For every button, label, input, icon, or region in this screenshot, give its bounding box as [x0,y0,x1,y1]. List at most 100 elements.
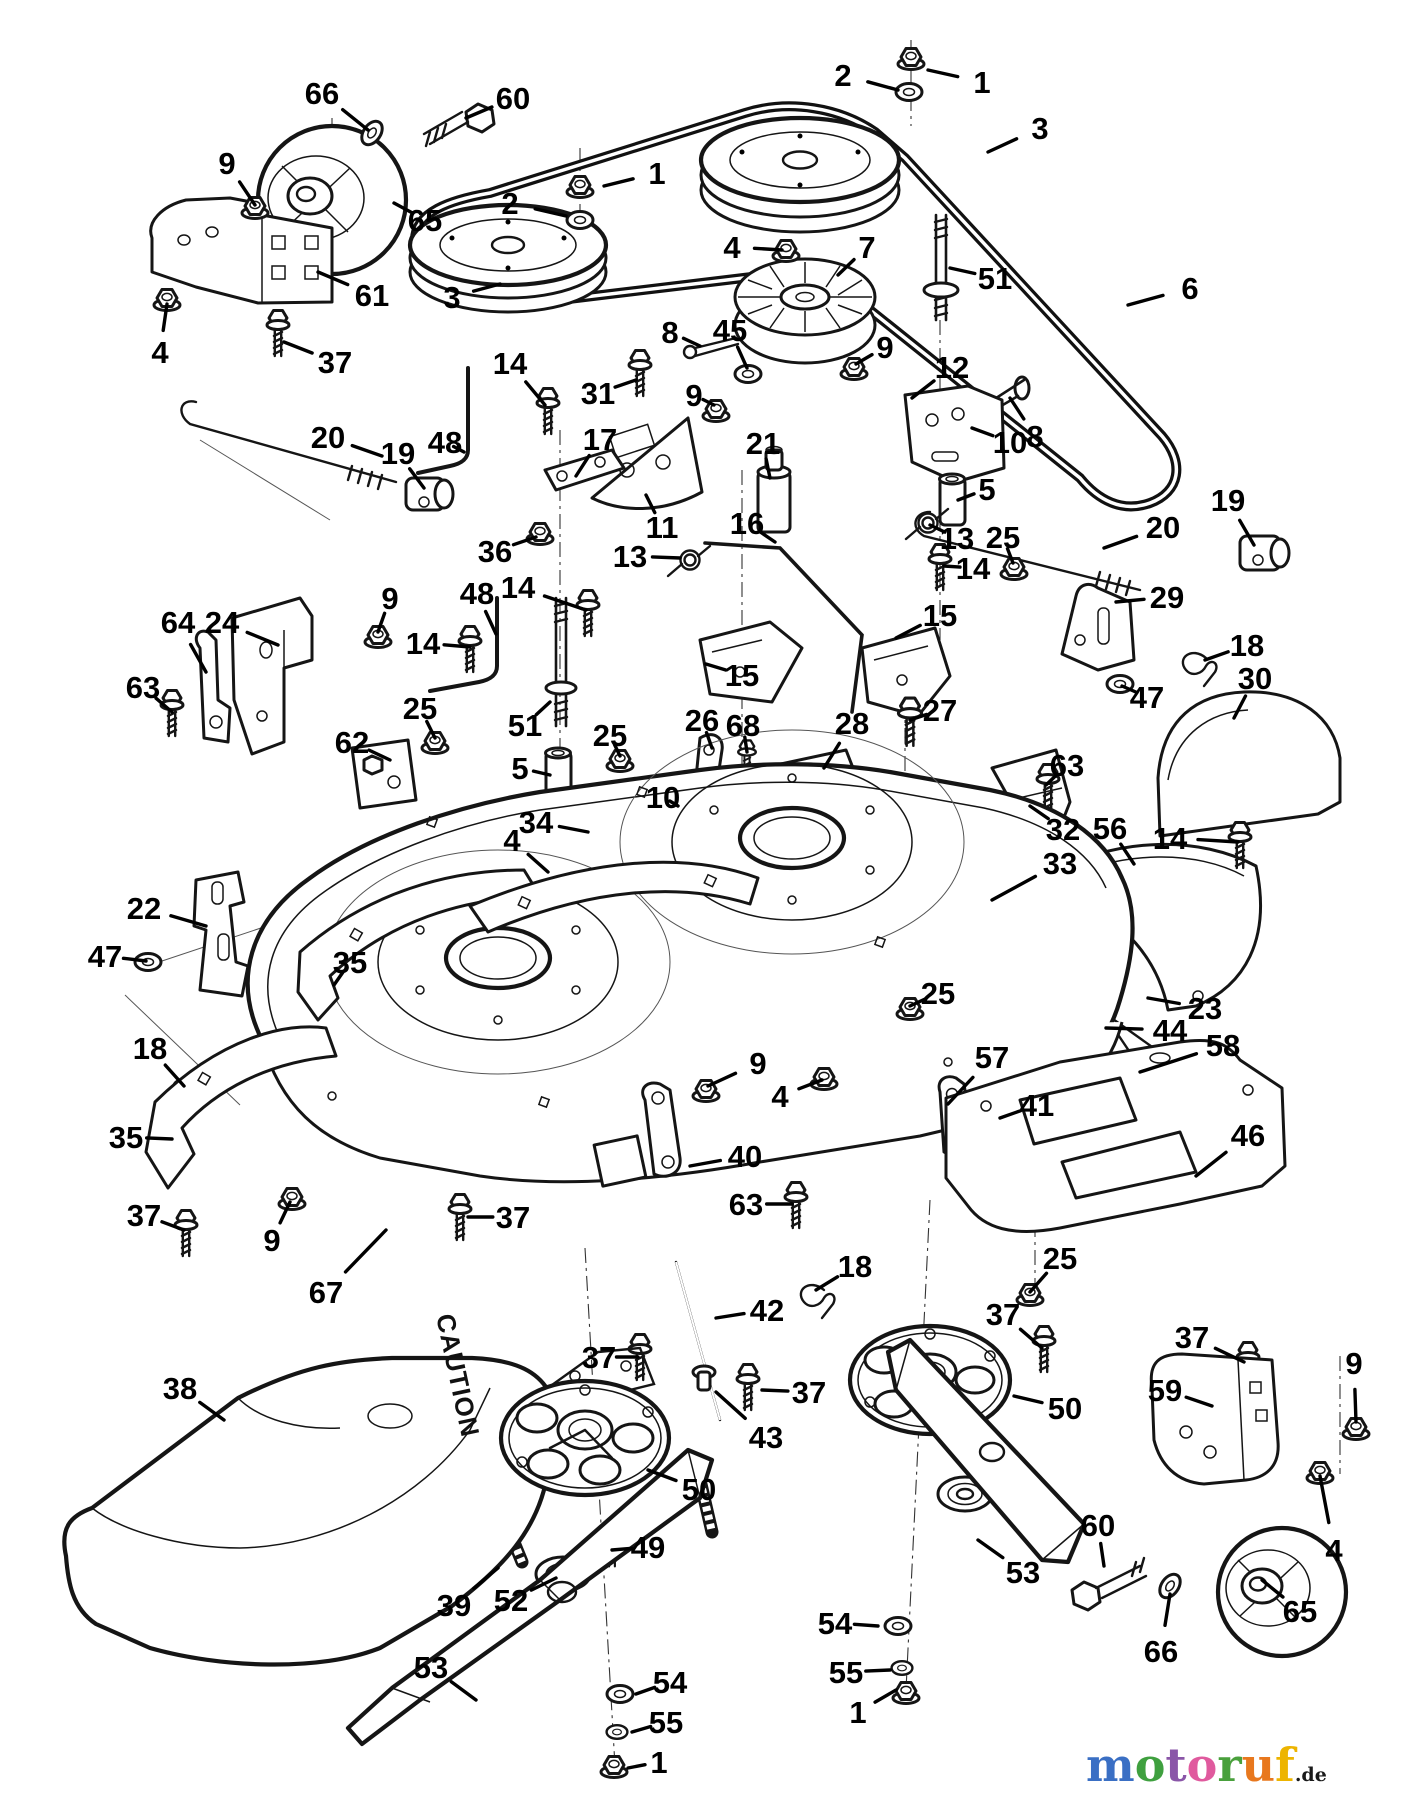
callout-31: 31 [581,376,638,411]
callout-21: 21 [746,426,780,480]
callout-1: 1 [602,156,666,191]
svg-text:35: 35 [333,945,367,980]
bracket-24 [230,596,314,756]
svg-text:47: 47 [88,939,122,974]
svg-text:45: 45 [713,313,747,348]
svg-text:9: 9 [1345,1346,1362,1381]
callout-16: 16 [730,506,777,544]
logo-letter: u [1241,1738,1276,1792]
callout-26: 26 [685,703,719,750]
nut-9 [701,399,731,423]
svg-text:4: 4 [1325,1533,1343,1568]
spindle-pulley-right [698,115,902,234]
callout-23: 23 [1146,991,1222,1026]
lift-rod-20-right [914,510,1142,597]
svg-text:4: 4 [503,823,521,858]
nut-1 [891,1681,921,1705]
svg-text:49: 49 [631,1530,665,1565]
svg-text:48: 48 [460,576,494,611]
washer-2 [565,210,595,230]
callout-1: 1 [849,1688,898,1730]
svg-text:11: 11 [646,510,679,545]
svg-text:16: 16 [730,506,764,541]
washer-55 [605,1723,629,1741]
svg-text:44: 44 [1153,1013,1188,1048]
svg-text:35: 35 [109,1120,143,1155]
callout-13: 13 [613,539,682,574]
callout-6: 6 [1126,271,1199,307]
svg-text:47: 47 [1130,680,1164,715]
callout-43: 43 [714,1390,783,1455]
callout-15: 15 [894,598,957,640]
washer-2 [894,82,924,102]
svg-text:6: 6 [1181,271,1198,306]
svg-text:60: 60 [1081,1508,1115,1543]
svg-text:51: 51 [978,261,1012,296]
svg-text:9: 9 [749,1046,766,1081]
svg-text:24: 24 [205,605,240,640]
baffle-35-c [468,860,760,934]
nut-1 [565,175,595,199]
svg-text:29: 29 [1150,580,1184,615]
svg-text:1: 1 [973,65,990,100]
callout-10: 10 [970,425,1027,460]
logo-letter: r [1217,1738,1242,1792]
callout-2: 2 [501,186,568,221]
svg-text:42: 42 [750,1293,784,1328]
callout-33: 33 [990,846,1077,902]
svg-text:1: 1 [849,1695,866,1730]
svg-text:59: 59 [1148,1373,1182,1408]
callout-20: 20 [311,420,384,458]
callout-37: 37 [582,1340,640,1375]
svg-text:26: 26 [685,703,719,738]
svg-text:17: 17 [583,422,617,457]
callout-9: 9 [854,330,894,366]
svg-text:65: 65 [408,203,442,238]
belt-cover-30 [1156,690,1342,838]
callout-4: 4 [723,230,784,265]
wheel-bolt-top-left [422,102,496,148]
washer-54 [883,1616,913,1636]
svg-text:52: 52 [494,1583,528,1618]
callout-54: 54 [634,1665,688,1700]
callout-14: 14 [942,551,991,586]
svg-text:8: 8 [661,315,678,350]
mower-deck [245,729,1135,1184]
callout-9: 9 [685,378,716,413]
brand-logo[interactable]: motoruf.de [1086,1742,1327,1788]
torsion-spring-13 [666,544,712,578]
svg-text:9: 9 [876,330,893,365]
callout-59: 59 [1148,1373,1214,1408]
callout-36: 36 [478,534,538,569]
svg-text:55: 55 [649,1705,683,1740]
svg-text:56: 56 [1093,811,1127,846]
callout-14: 14 [493,346,547,407]
callout-47: 47 [1120,680,1164,715]
svg-text:63: 63 [126,670,160,705]
svg-text:14: 14 [493,346,528,381]
logo-letter: t [1165,1738,1187,1792]
svg-text:53: 53 [1006,1555,1040,1590]
callout-25: 25 [1028,1241,1077,1294]
svg-text:4: 4 [151,335,169,370]
callout-20: 20 [1102,510,1180,550]
callout-35: 35 [332,945,367,987]
callout-28: 28 [822,706,869,770]
callout-60: 60 [1081,1508,1115,1568]
callout-22: 22 [127,891,208,928]
logo-suffix: .de [1294,1764,1327,1786]
callout-11: 11 [644,493,679,545]
svg-text:66: 66 [305,76,339,111]
wedge-15-right [860,626,952,718]
svg-text:62: 62 [335,725,369,760]
logo-letter: o [1186,1738,1218,1792]
callout-5: 5 [511,751,552,786]
callout-25: 25 [908,976,955,1011]
callout-1: 1 [626,1745,668,1780]
bolt-14 [457,625,483,674]
svg-text:43: 43 [749,1420,783,1455]
nut-1 [896,47,926,71]
svg-text:68: 68 [726,708,760,743]
callout-55: 55 [630,1705,683,1740]
